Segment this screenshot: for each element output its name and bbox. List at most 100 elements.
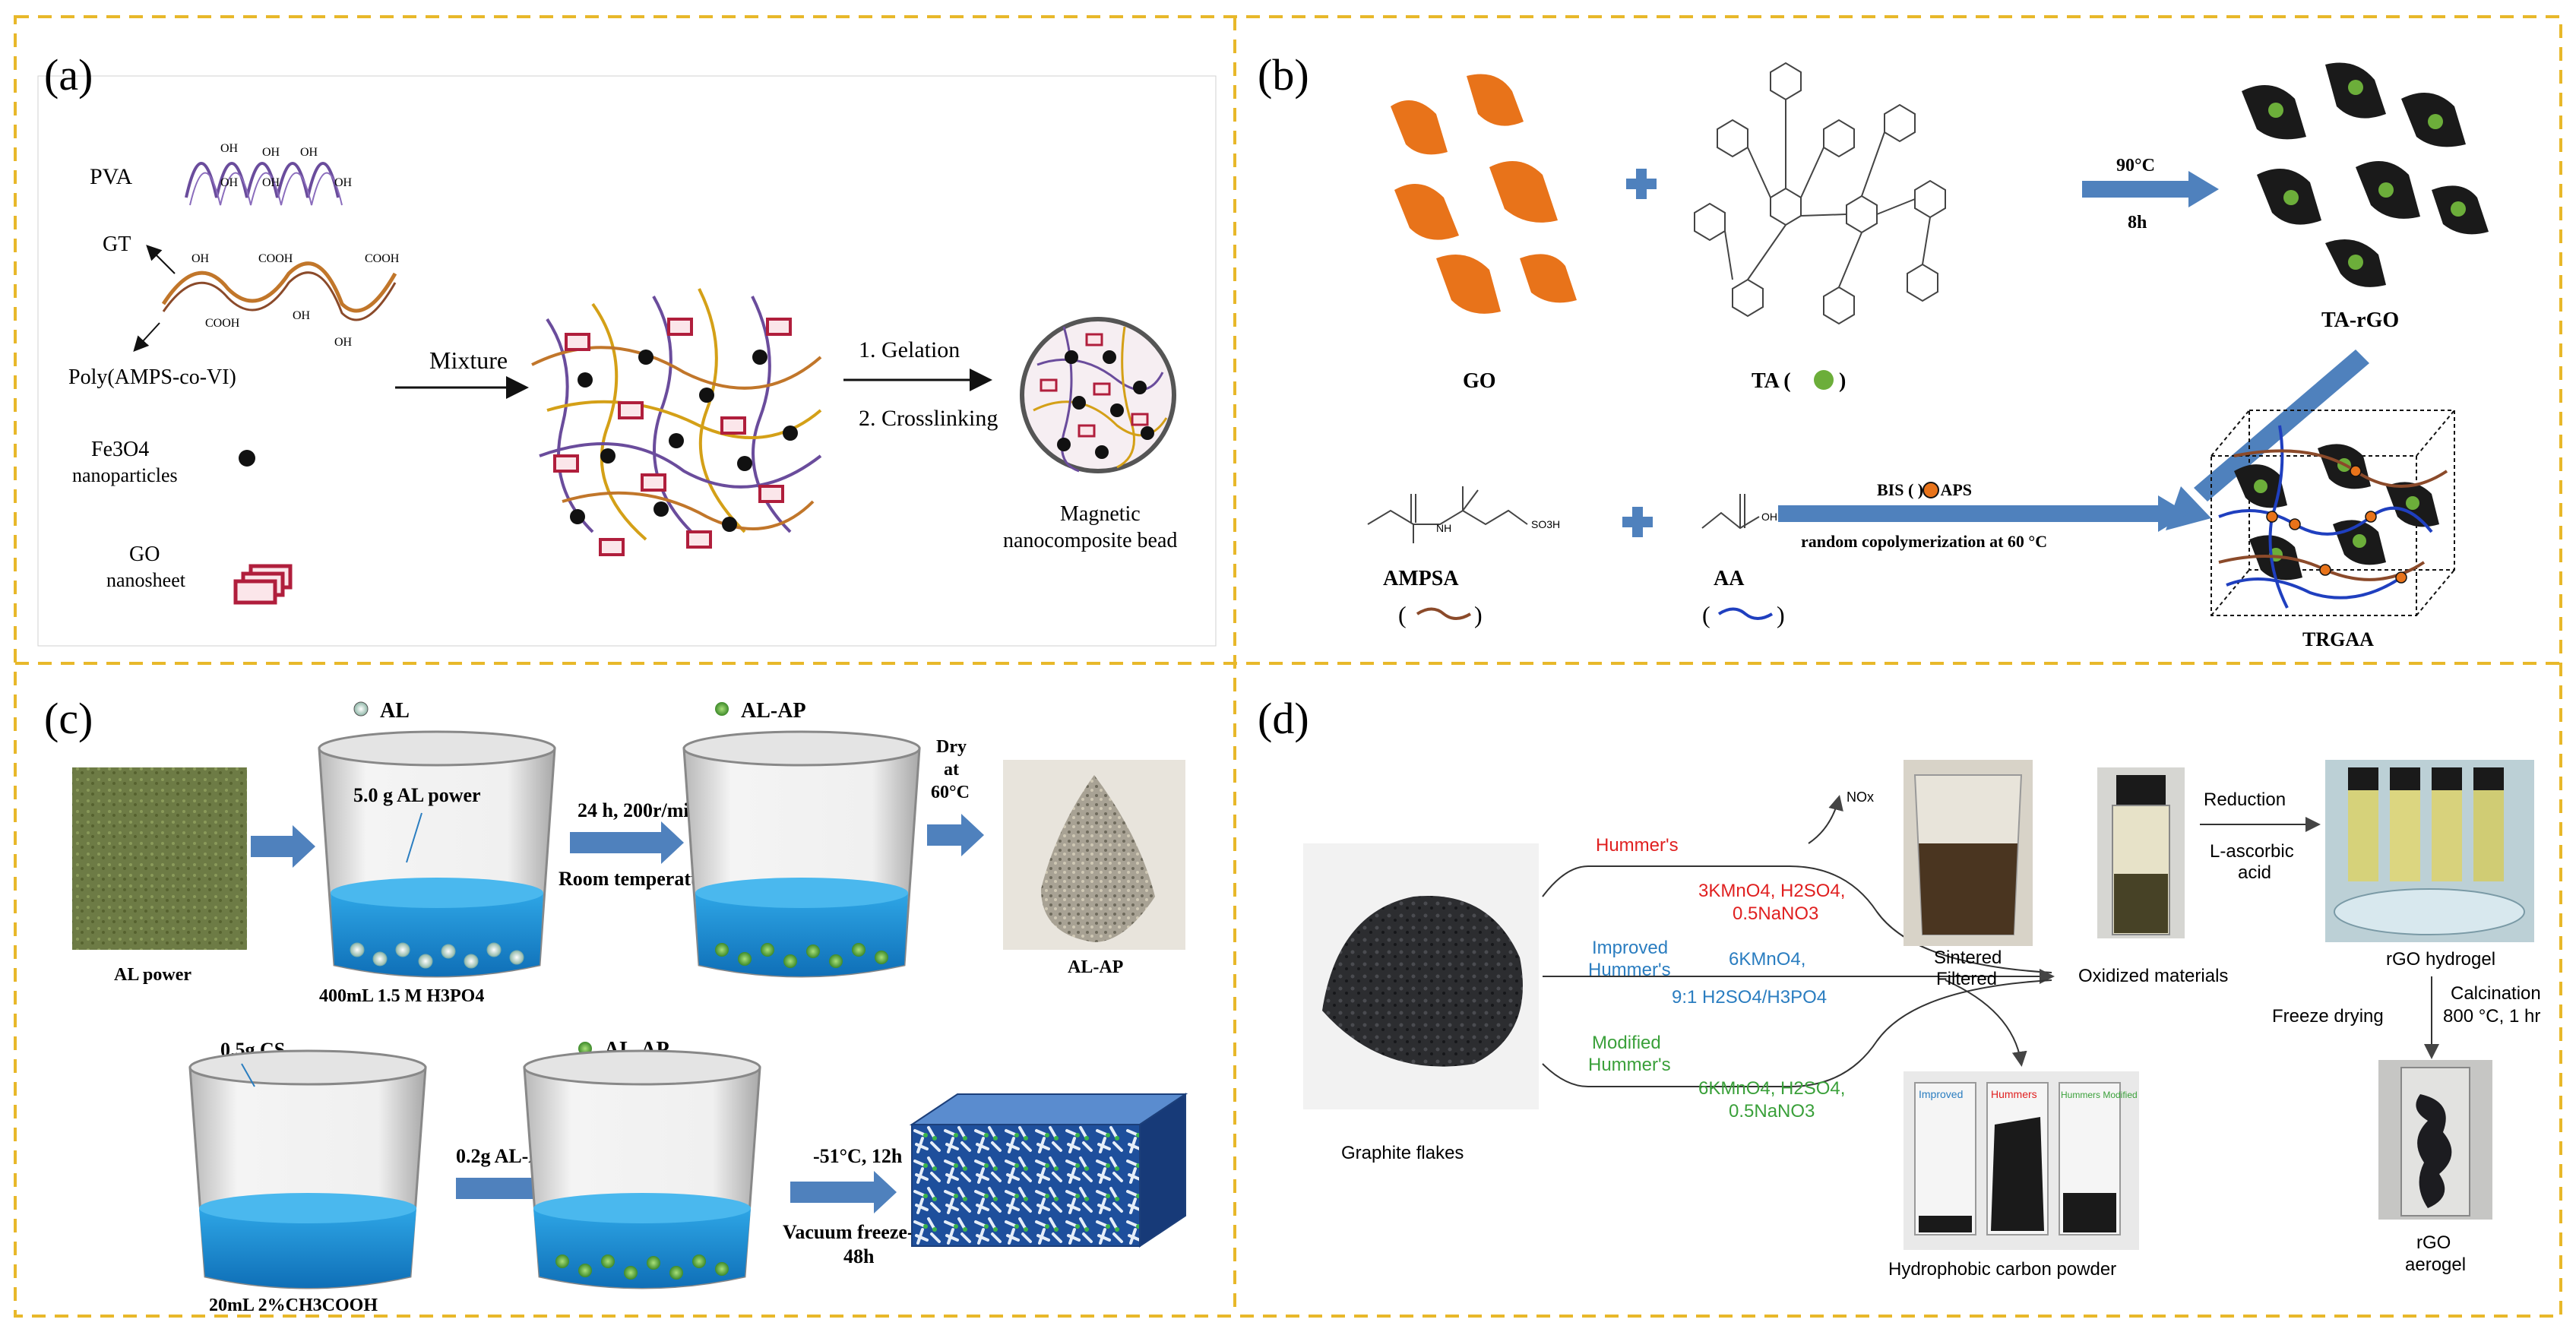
ascorbic-label-1: L-ascorbic <box>2210 841 2294 862</box>
al-power-label: AL power <box>114 965 191 985</box>
gt-cooh-3: COOH <box>205 317 240 330</box>
gt-label: GT <box>103 233 131 256</box>
h3po4-label: 400mL 1.5 M H3PO4 <box>319 986 484 1006</box>
bead-label: Magnetic <box>1060 502 1141 526</box>
al-ap-ball-icon <box>715 702 729 716</box>
beaker-3 <box>188 1049 427 1289</box>
outer-border <box>14 15 2562 1318</box>
ta-marker-icon <box>1814 370 1834 390</box>
panel-d: (d) Graphite flakes Hummer's 3KMnO4, H2S… <box>1258 694 2541 1280</box>
oh-1: OH <box>220 142 239 155</box>
go-nanosheet-icon <box>233 564 293 605</box>
aa-label: AA <box>1714 567 1745 590</box>
fe3o4-sublabel: nanoparticles <box>72 464 178 486</box>
go-b-label: GO <box>1463 369 1496 393</box>
modified-reagent-2: 0.5NaNO3 <box>1729 1101 1815 1122</box>
arrow-c5 <box>790 1171 897 1213</box>
improved-reagent-2: 9:1 H2SO4/H3PO4 <box>1672 987 1827 1008</box>
vial-improved-label: Improved <box>1919 1088 1963 1100</box>
ta-rgo-label: TA-rGO <box>2321 308 2399 332</box>
arrow-c2 <box>570 821 684 864</box>
calcination-label-1: Calcination <box>2451 983 2541 1004</box>
panel-c-label: (c) <box>44 694 93 743</box>
gelation-label: 1. Gelation <box>859 337 960 362</box>
crosslinking-label: 2. Crosslinking <box>859 406 998 431</box>
al-legend: AL <box>380 699 410 723</box>
hummers-label: Hummer's <box>1596 835 1679 856</box>
panel-a-label: (a) <box>44 50 93 100</box>
rgo-aerogel-photo <box>2378 1060 2492 1220</box>
panel-c: (c) AL AL-AP AL power 5.0 g AL power <box>44 694 1188 1315</box>
ampsa-structure <box>1367 486 1528 543</box>
rgo-hydrogel-photo <box>2325 760 2534 942</box>
bis-marker-icon <box>1923 482 1939 498</box>
fe3o4-label: Fe3O4 <box>91 438 149 461</box>
aa-structure <box>1701 494 1760 530</box>
nox-label: NOx <box>1847 789 1874 805</box>
beaker-2 <box>682 730 921 978</box>
poly-label: Poly(AMPS-co-VI) <box>68 365 236 389</box>
oh-4: OH <box>220 176 239 189</box>
nh-label: NH <box>1436 522 1451 534</box>
go-label: GO <box>129 543 160 566</box>
oh-2: OH <box>262 146 280 159</box>
panel-d-label: (d) <box>1258 694 1309 743</box>
go-sublabel: nanosheet <box>106 569 186 591</box>
al-ap-granules <box>1041 775 1155 942</box>
aa-open-paren: ( <box>1702 601 1710 628</box>
al-ap-legend: AL-AP <box>741 699 806 723</box>
plus-icon-2 <box>1622 507 1653 537</box>
al-ap-product-label: AL-AP <box>1068 957 1123 977</box>
vacuum-time: 48h <box>843 1245 875 1267</box>
shake-label: 24 h, 200r/min <box>578 799 701 821</box>
hydrophobic-vials-photo <box>1904 1071 2139 1250</box>
gt-cooh-1: COOH <box>258 252 293 265</box>
oxidized-vial-photo <box>2097 767 2185 938</box>
modified-label-1: Modified <box>1592 1033 1661 1053</box>
oh-5: OH <box>262 176 280 189</box>
filtered-label: Filtered <box>1936 969 1997 989</box>
vial-modified-label: Hummers Modified <box>2061 1090 2138 1100</box>
panel-b: (b) GO TA ( <box>1258 50 2489 650</box>
beaker-1 <box>318 730 556 978</box>
heat-arrow <box>2082 171 2219 207</box>
aa-chain-icon <box>1717 607 1774 620</box>
gt-cooh-2: COOH <box>365 252 400 265</box>
trgaa-cube-icon <box>2210 410 2455 616</box>
al-power-photo <box>72 767 247 950</box>
cs-pointer <box>241 1063 255 1087</box>
ta-rgo-sheets-icon <box>2242 62 2489 287</box>
plus-icon-1 <box>1626 169 1657 199</box>
fe3o4-particle-icon <box>239 450 255 467</box>
ascorbic-label-2: acid <box>2238 862 2271 883</box>
oxidized-label: Oxidized materials <box>2078 966 2228 986</box>
network-particles <box>570 350 798 532</box>
rgo-hydrogel-label: rGO hydrogel <box>2386 949 2495 970</box>
aa-oh-label: OH <box>1761 511 1777 523</box>
hydrophobic-label: Hydrophobic carbon powder <box>1888 1259 2116 1280</box>
beaker-1-pointer <box>406 812 422 863</box>
aa-close-paren: ) <box>1777 601 1785 628</box>
beaker-4 <box>523 1049 761 1289</box>
freeze-drying-label: Freeze drying <box>2272 1006 2384 1027</box>
poly-arrow <box>133 322 160 352</box>
gt-arrow <box>146 245 176 274</box>
oh-3: OH <box>300 146 318 159</box>
hummers-reagent-2: 0.5NaNO3 <box>1733 903 1818 924</box>
arrow-c3 <box>927 814 984 856</box>
panel-b-label: (b) <box>1258 50 1309 100</box>
acetic-label: 20mL 2%CH3COOH <box>209 1296 378 1315</box>
aerogel-label: aerogel <box>2405 1254 2466 1275</box>
rgo-label: rGO <box>2416 1232 2451 1253</box>
bead-sublabel: nanocomposite bead <box>1003 529 1177 552</box>
graphite-pile <box>1322 896 1523 1067</box>
gt-chain-labels: OH COOH COOH COOH OH OH <box>191 252 400 349</box>
dry-label-1: Dry <box>936 737 967 757</box>
modified-label-2: Hummer's <box>1588 1055 1671 1075</box>
gt-chain-icon <box>161 261 397 321</box>
panel-borders <box>14 15 2562 1318</box>
graphite-label: Graphite flakes <box>1341 1143 1464 1163</box>
ampsa-close-paren: ) <box>1474 601 1483 628</box>
improved-label-1: Improved <box>1592 938 1668 958</box>
